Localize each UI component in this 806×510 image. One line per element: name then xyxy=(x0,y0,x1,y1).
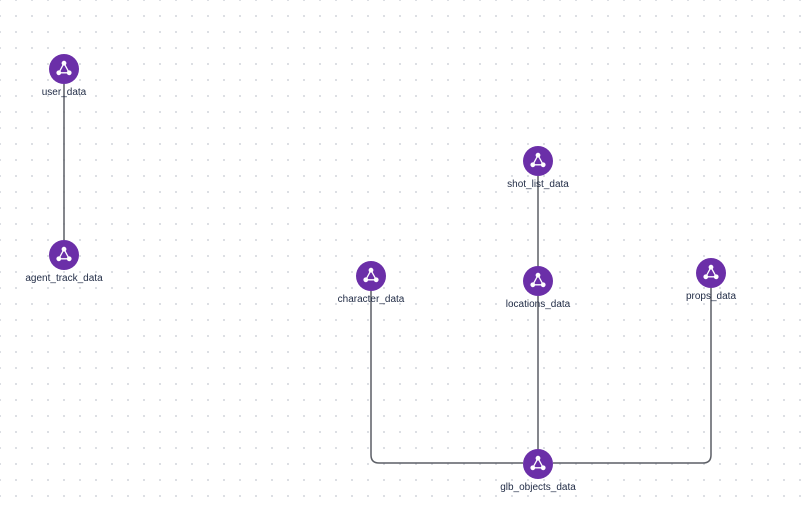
node-label: agent_track_data xyxy=(25,273,103,284)
node-label: props_data xyxy=(685,291,737,302)
node-shot-list-data[interactable]: shot_list_data xyxy=(478,146,598,202)
graph-node-icon xyxy=(49,54,79,84)
node-label: locations_data xyxy=(505,299,571,310)
edge-props-to-glb-objects[interactable] xyxy=(553,288,712,464)
node-label: glb_objects_data xyxy=(500,482,576,493)
node-user-data[interactable]: user_data xyxy=(4,54,124,110)
node-glb-objects-data[interactable]: glb_objects_data xyxy=(478,449,598,505)
node-label: user_data xyxy=(41,87,87,98)
graph-node-icon xyxy=(356,261,386,291)
node-label: character_data xyxy=(337,294,405,305)
node-character-data[interactable]: character_data xyxy=(311,261,431,317)
node-label: shot_list_data xyxy=(507,179,569,190)
graph-node-icon xyxy=(523,266,553,296)
graph-node-icon xyxy=(696,258,726,288)
node-locations-data[interactable]: locations_data xyxy=(478,266,598,322)
graph-node-icon xyxy=(49,240,79,270)
node-agent-track-data[interactable]: agent_track_data xyxy=(4,240,124,296)
node-props-data[interactable]: props_data xyxy=(651,258,771,314)
graph-node-icon xyxy=(523,146,553,176)
edge-character-to-glb-objects[interactable] xyxy=(370,291,523,464)
graph-node-icon xyxy=(523,449,553,479)
